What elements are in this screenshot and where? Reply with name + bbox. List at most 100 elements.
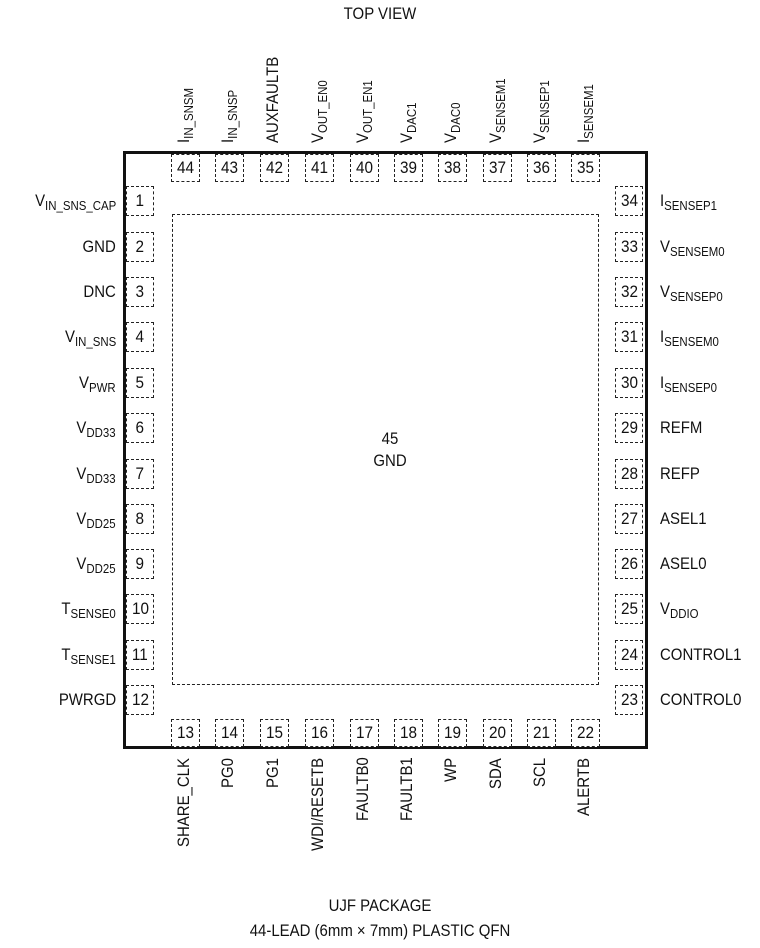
pin-name-base: PWRGD	[58, 690, 116, 709]
pin-box: 5	[126, 368, 154, 398]
pin-number: 21	[532, 723, 551, 742]
pin-name-subscript: SENSEM1	[493, 78, 508, 134]
pin-name-base: V	[441, 133, 460, 143]
pin-number: 41	[310, 158, 329, 177]
pin-number: 5	[135, 373, 145, 392]
pin-label-bottom: PG1	[263, 754, 283, 788]
exposed-pad-label: 45 GND	[346, 428, 434, 472]
pin-name-base: I	[660, 327, 665, 346]
pin-box: 29	[615, 413, 643, 443]
pin-number: 22	[576, 723, 595, 742]
pin-name-base: PG0	[218, 757, 237, 788]
pin-box: 20	[483, 719, 512, 747]
pin-label-right: CONTROL0	[660, 690, 753, 710]
pin-box: 14	[215, 719, 244, 747]
pin-label-right: VDDIO	[660, 599, 704, 621]
pin-label-right: ASEL0	[660, 554, 713, 574]
pin-label-top: VSENSEM1	[486, 70, 508, 143]
pin-box: 27	[615, 504, 643, 534]
pin-label-bottom: SCL	[530, 754, 550, 787]
pin-name-base: GND	[82, 237, 116, 256]
pin-name-base: ASEL1	[660, 509, 707, 528]
pin-box: 32	[615, 277, 643, 307]
pin-name-subscript: DD25	[86, 516, 116, 531]
pin-number: 3	[135, 282, 145, 301]
pin-number: 29	[620, 418, 638, 437]
pin-name-subscript: DDIO	[669, 606, 699, 621]
pin-label-right: ISENSEP0	[660, 373, 725, 394]
pin-box: 12	[126, 685, 154, 715]
pin-box: 34	[615, 186, 643, 216]
pin-name-subscript: PWR	[89, 380, 116, 395]
pin-box: 4	[126, 322, 154, 352]
pin-label-right: ISENSEM0	[660, 327, 727, 348]
pin-number: 25	[620, 599, 638, 618]
pin-name-base: T	[61, 645, 71, 664]
pin-name-base: DNC	[83, 282, 116, 301]
pin-number: 14	[220, 723, 239, 742]
pin-label-right: ASEL1	[660, 509, 713, 529]
pin-name-base: I	[218, 138, 237, 143]
pin-box: 22	[571, 719, 600, 747]
package-description: 44-LEAD (6mm × 7mm) PLASTIC QFN	[249, 921, 511, 940]
pin-number: 2	[135, 237, 145, 256]
pin-number: 31	[620, 327, 638, 346]
pin-label-right: VSENSEM0	[660, 237, 733, 259]
pin-name-base: V	[76, 509, 87, 528]
pin-name-base: V	[76, 554, 87, 573]
pin-label-bottom: PG0	[218, 754, 238, 788]
pin-label-bottom: WP	[441, 754, 461, 782]
pin-box: 10	[126, 594, 154, 624]
pin-label-left: PWRGD	[0, 690, 116, 710]
pin-number: 13	[176, 723, 195, 742]
pin-label-left: TSENSE0	[0, 599, 116, 620]
pin-box: 36	[527, 154, 556, 182]
pin-name-subscript: SENSEM1	[581, 84, 596, 139]
pin-name-subscript: DAC0	[448, 102, 463, 134]
pin-label-left: VDD33	[0, 418, 116, 439]
pin-box: 26	[615, 549, 643, 579]
pin-number: 27	[620, 509, 638, 528]
pin-label-left: VIN_SNS	[0, 327, 116, 348]
pin-label-right: REFP	[660, 464, 705, 484]
pin-name-base: I	[174, 138, 193, 143]
pin-label-top: IIN_SNSM	[174, 80, 196, 143]
pin-name-subscript: SENSEP1	[664, 198, 717, 213]
pin-name-base: ALERTB	[574, 758, 593, 817]
pin-number: 23	[620, 690, 638, 709]
pin-name-base: I	[574, 138, 593, 143]
pin-label-left: GND	[0, 237, 116, 257]
pin-label-top: VSENSEP1	[530, 72, 552, 143]
pin-number: 19	[443, 723, 462, 742]
pin-label-top: VOUT_EN1	[353, 72, 375, 143]
pin-box: 1	[126, 186, 154, 216]
exposed-pad	[172, 214, 599, 685]
pin-name-subscript: SENSEM0	[669, 244, 725, 259]
pin-label-left: VIN_SNS_CAP	[0, 191, 116, 212]
pin-label-right: ISENSEP1	[660, 191, 725, 213]
pin-box: 9	[126, 549, 154, 579]
pin-number: 30	[620, 373, 638, 392]
pin-name-subscript: SENSEP1	[537, 80, 552, 134]
pin-box: 13	[171, 719, 200, 747]
pin-name-base: V	[660, 282, 670, 301]
pin-name-subscript: SENSEP0	[669, 289, 723, 304]
pin-number: 43	[220, 158, 239, 177]
pin-number: 32	[620, 282, 638, 301]
pin-label-top: VDAC0	[441, 97, 463, 143]
pin-name-base: T	[61, 599, 71, 618]
pin-name-base: V	[660, 599, 670, 618]
pin-number: 37	[488, 158, 507, 177]
pin-number: 10	[131, 599, 149, 618]
package-name: UJF PACKAGE	[328, 896, 432, 915]
pin-number: 11	[132, 645, 148, 664]
pin-name-base: V	[79, 373, 90, 392]
view-title: TOP VIEW	[343, 4, 417, 23]
pin-label-left: VDD25	[0, 509, 116, 531]
pin-box: 37	[483, 154, 512, 182]
pin-label-right: VSENSEP0	[660, 282, 731, 304]
pin-name-base: SHARE_CLK	[174, 757, 193, 847]
pin-box: 21	[527, 719, 556, 747]
pin-box: 16	[305, 719, 334, 747]
pin-box: 2	[126, 232, 154, 262]
